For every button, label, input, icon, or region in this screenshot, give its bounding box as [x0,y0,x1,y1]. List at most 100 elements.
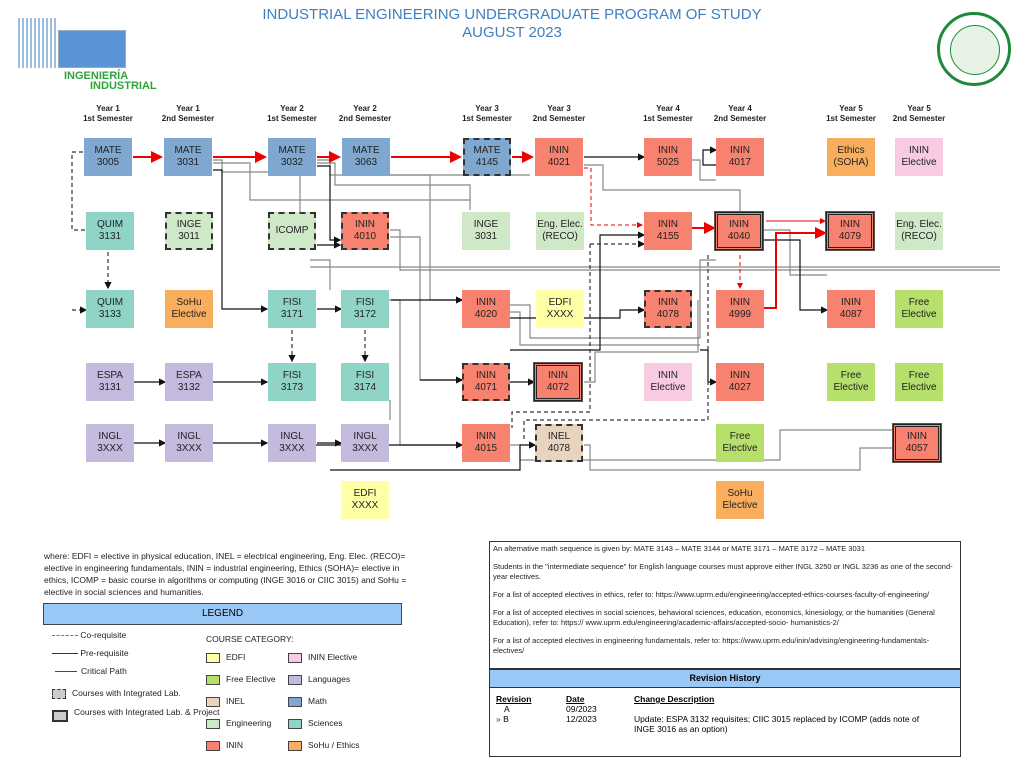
legend-category: ININ Elective [288,652,357,663]
page-subtitle: AUGUST 2023 [462,24,562,41]
legend-category: ININ [206,740,243,751]
prerequisite-arrows [71,146,1000,471]
legend-category: SoHu / Ethics [288,740,360,751]
category-swatch [288,718,302,729]
legend-coreq: Co-requisite [52,630,126,640]
note: An alternative math sequence is given by… [493,544,865,553]
legend-category: Sciences [288,718,343,729]
revision-history-title: Revision History [490,670,960,688]
col-description: Change Description [634,694,715,704]
legend-category: Free Elective [206,674,276,685]
note: Students in the "intermediate sequence" … [493,562,953,581]
col-revision: Revision [496,694,532,704]
category-swatch [206,652,220,663]
course-ethics-soha[interactable]: Ethics(SOHA) [827,138,875,176]
legend-category: Math [288,696,327,707]
uprm-seal [937,12,1011,86]
legend-critical: Critical Path [55,666,127,676]
abbreviations-note: where: EDFI = elective in physical educa… [44,551,407,597]
category-swatch [288,740,302,751]
category-swatch [206,696,220,707]
legend-category-title: COURSE CATEGORY: [206,634,294,644]
note: For a list of accepted electives in engi… [493,636,930,655]
revision-history: Revision History Revision Date Change Desc… [489,669,961,757]
col-date: Date [566,694,585,704]
notes-box: An alternative math sequence is given by… [489,541,961,669]
current-revision-icon: » [496,714,501,724]
category-swatch [288,674,302,685]
category-swatch [206,674,220,685]
legend-lab: Courses with Integrated Lab. [52,688,181,699]
legend-prereq: Pre-requisite [52,648,129,658]
ingenieria-industrial-logo: INGENIERÍA INDUSTRIAL [14,14,157,92]
course-icomp[interactable]: ICOMP [268,212,316,250]
legend-project: Courses with Integrated Lab. & Project [52,707,232,722]
legend-category: Languages [288,674,350,685]
course-eng-elec-reco[interactable]: Eng. Elec.(RECO) [895,212,943,250]
page-title: INDUSTRIAL ENGINEERING UNDERGRADUATE PRO… [262,6,762,23]
category-swatch [206,740,220,751]
course-eng-elec-reco[interactable]: Eng. Elec.(RECO) [536,212,584,250]
note: For a list of accepted electives in ethi… [493,590,930,599]
category-swatch [206,718,220,729]
legend-header: LEGEND [43,603,402,625]
legend-category: EDFI [206,652,245,663]
legend-category: Engineering [206,718,271,729]
